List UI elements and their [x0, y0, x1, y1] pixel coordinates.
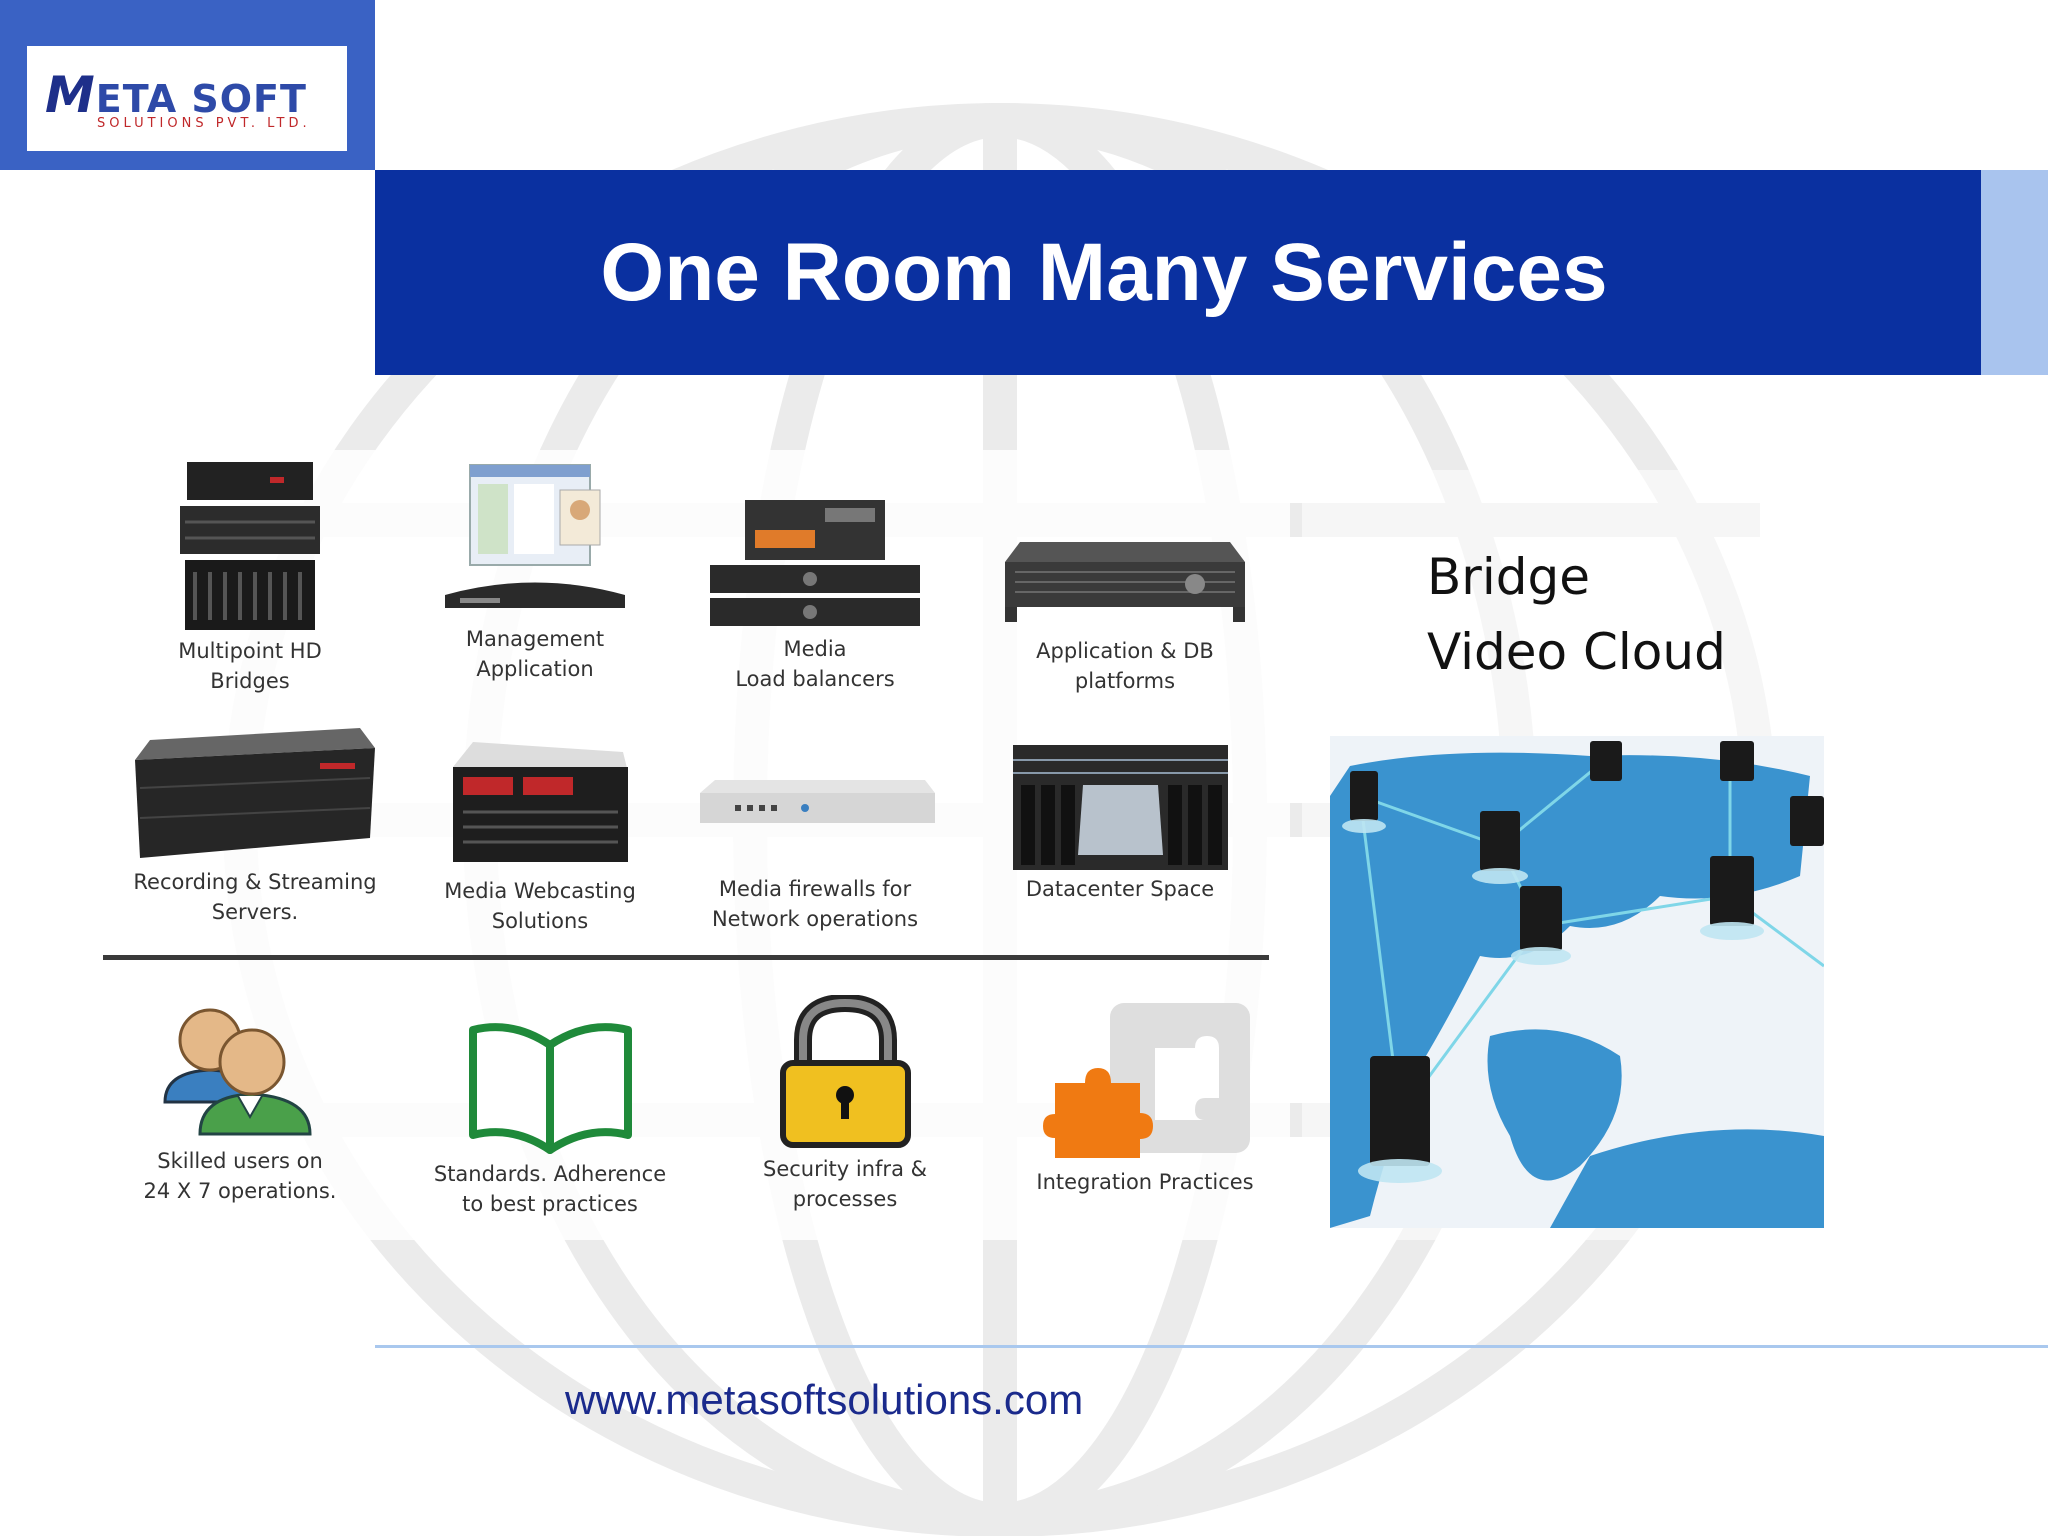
rack-server-icon [1005, 542, 1245, 622]
logo: META SOFT SOLUTIONS PVT. LTD. [27, 46, 347, 151]
website-link[interactable]: www.metasoftsolutions.com [565, 1376, 1084, 1423]
service-item: Datacenter Space [990, 745, 1250, 904]
management-app-icon [445, 464, 625, 608]
firewall-appliance-icon [700, 780, 935, 823]
service-item: Integration Practices [1010, 998, 1280, 1197]
open-book-icon [468, 1023, 632, 1154]
users-icon [163, 1008, 312, 1136]
bridge-label: Bridge [1427, 548, 1590, 606]
load-balancer-icon [710, 500, 920, 626]
service-caption: Security infra &processes [762, 1157, 927, 1211]
server-stack-icon [180, 462, 320, 630]
webcasting-unit-icon [452, 742, 628, 862]
cloud-heading: Bridge Video Cloud [1427, 540, 1726, 690]
title-bar [375, 170, 1981, 375]
service-item: Security infra &processes [720, 995, 970, 1214]
title-accent [1981, 170, 2048, 375]
padlock-icon [779, 995, 911, 1148]
service-caption: Integration Practices [1036, 1170, 1254, 1194]
footer-divider [375, 1345, 2048, 1348]
logo-subtitle: SOLUTIONS PVT. LTD. [97, 116, 311, 131]
logo-block: META SOFT SOLUTIONS PVT. LTD. [0, 0, 375, 170]
recording-server-icon [135, 728, 375, 858]
logo-initial: M [45, 66, 96, 124]
section-divider [103, 955, 1269, 960]
service-caption: Datacenter Space [1025, 877, 1215, 901]
video-cloud-label: Video Cloud [1427, 623, 1726, 681]
puzzle-icon [1043, 1003, 1250, 1158]
logo-wordmark: META SOFT [45, 66, 307, 124]
datacenter-photo-icon [1012, 745, 1228, 870]
slide-title: One Room Many Services [600, 226, 1608, 318]
world-map-servers-icon [1330, 736, 1824, 1228]
logo-main-text: ETA SOFT [95, 77, 307, 121]
